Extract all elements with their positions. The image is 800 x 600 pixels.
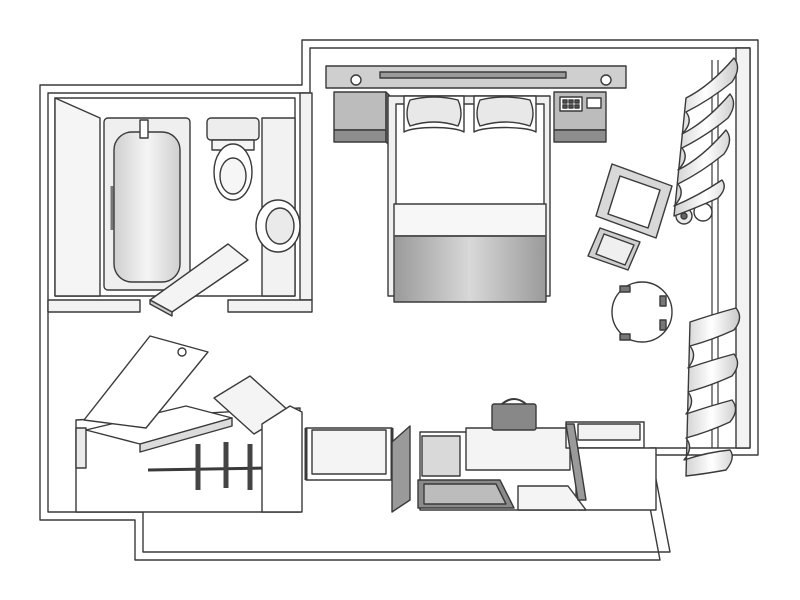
hanger [195,442,253,490]
phone-icon [559,96,583,112]
pillow-icon [403,95,465,133]
toilet-icon [206,117,260,201]
luggage-rack [304,425,411,513]
closet [75,335,303,513]
pillow-icon [473,95,537,133]
bed-icon [387,95,551,303]
curtain-icon [673,57,739,217]
nightstand-right [553,91,607,143]
curtain-icon [683,307,741,477]
headboard [325,65,627,89]
shower-screen [54,97,101,297]
sink-icon [255,117,301,297]
bag-icon [491,398,537,431]
bathtub-icon [103,117,191,291]
closet-door [83,335,209,429]
minibar [517,421,657,511]
nightstand-left [333,91,393,149]
armchair-icon [587,163,673,271]
bathroom [54,97,301,317]
round-table-icon [611,281,673,343]
